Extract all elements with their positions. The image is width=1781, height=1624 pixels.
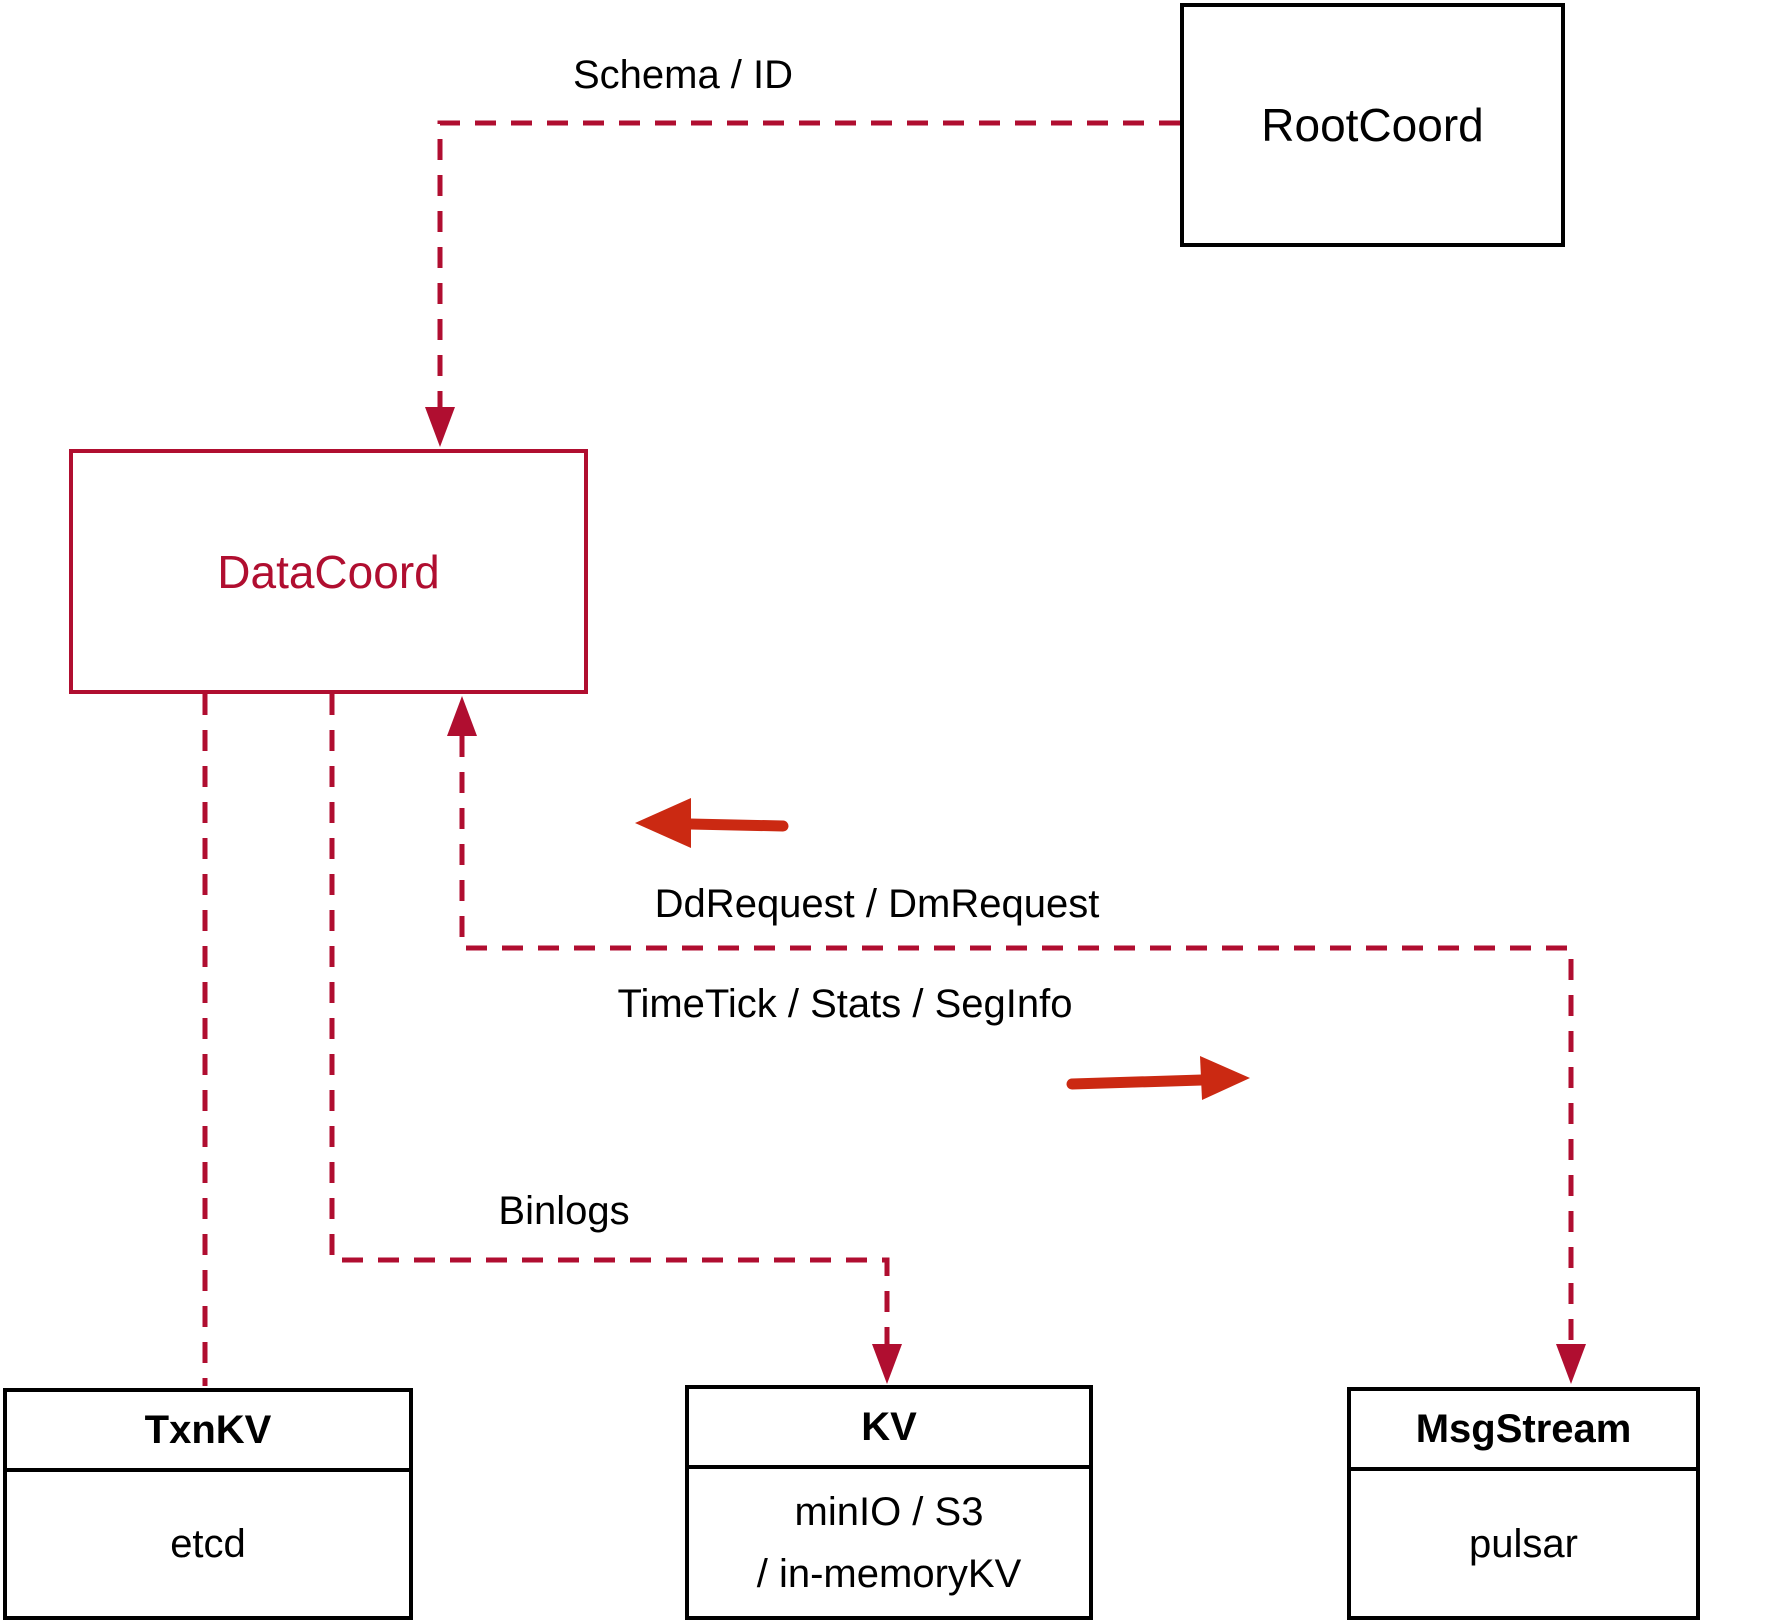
- binlogs-edge-label: Binlogs: [498, 1189, 630, 1233]
- msgstream-arrowhead-down-icon: [1556, 1344, 1586, 1384]
- kv-body-line-1: minIO / S3: [794, 1489, 984, 1534]
- rootcoord-title: RootCoord: [1261, 99, 1484, 151]
- schema-id-arrowhead-down-icon: [425, 407, 455, 447]
- txnkv-body-text: etcd: [170, 1522, 246, 1566]
- msgstream-header: MsgStream: [1351, 1391, 1696, 1471]
- schema-id-edge-label: Schema / ID: [572, 53, 794, 97]
- kv-body: minIO / S3 / in-memoryKV: [689, 1469, 1089, 1616]
- datacoord-title: DataCoord: [217, 545, 440, 598]
- kv-header: KV: [689, 1389, 1089, 1469]
- left-direction-arrowhead-icon: [635, 798, 691, 848]
- timetick-msgstream-connector-line: [459, 736, 1574, 1344]
- right-direction-arrowhead-icon: [1200, 1056, 1250, 1100]
- datacoord-arrowhead-up-icon: [447, 696, 477, 736]
- right-direction-arrow-shaft: [1066, 1074, 1208, 1090]
- kv-node: KV minIO / S3 / in-memoryKV: [685, 1385, 1093, 1620]
- binlogs-arrowhead-down-icon: [872, 1344, 902, 1384]
- msgstream-body-text: pulsar: [1469, 1521, 1578, 1566]
- datacoord-node: DataCoord: [69, 449, 588, 694]
- msgstream-body: pulsar: [1351, 1471, 1696, 1616]
- msgstream-node: MsgStream pulsar: [1347, 1387, 1700, 1620]
- timetick-stats-seginfo-edge-label: TimeTick / Stats / SegInfo: [617, 982, 1073, 1026]
- schema-id-connector-line: [437, 120, 1180, 407]
- left-direction-arrow-shaft: [684, 818, 789, 832]
- binlogs-connector-line: [329, 694, 890, 1344]
- txnkv-node: TxnKV etcd: [3, 1388, 413, 1620]
- txnkv-body: etcd: [7, 1472, 409, 1616]
- txnkv-header: TxnKV: [7, 1392, 409, 1472]
- ddrequest-dmrequest-edge-label: DdRequest / DmRequest: [654, 882, 1100, 926]
- kv-body-line-2: / in-memoryKV: [756, 1551, 1022, 1596]
- rootcoord-node: RootCoord: [1180, 3, 1565, 247]
